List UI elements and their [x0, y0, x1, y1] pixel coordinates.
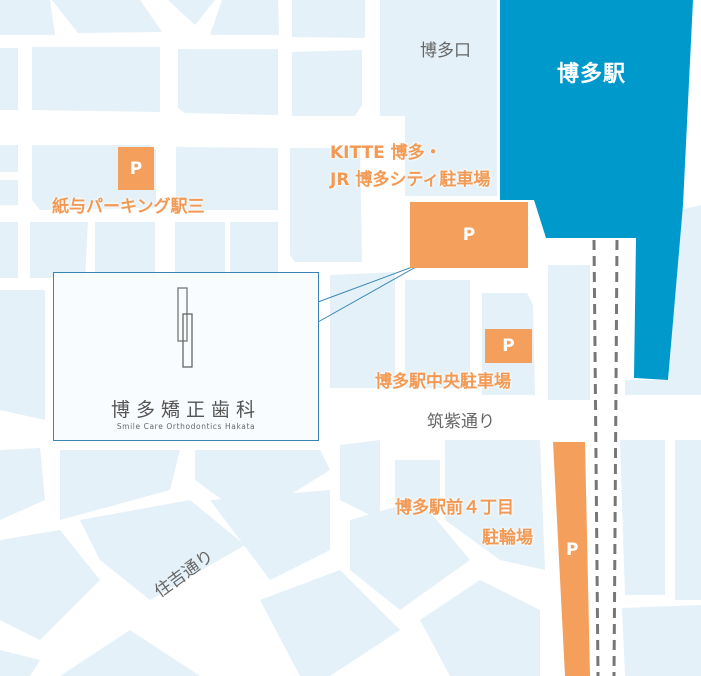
- label-bicycle-parking-line1: 博多駅前４丁目: [395, 498, 514, 518]
- label-kitte-parking-line1: KITTE 博多・: [330, 143, 442, 163]
- label-central-parking: 博多駅中央駐車場: [375, 372, 511, 392]
- clinic-name: 博多矯正歯科: [110, 399, 261, 421]
- parking-symbol: P: [129, 158, 143, 179]
- callout-pointer: [317, 262, 424, 323]
- parking-symbol: P: [502, 336, 515, 356]
- hakata-station-building[interactable]: [500, 0, 693, 380]
- label-hakata-station: 博多駅: [557, 62, 627, 87]
- clinic-callout[interactable]: 博多矯正歯科 Smile Care Orthodontics Hakata: [53, 272, 319, 441]
- label-chikushi-street: 筑紫通り: [427, 412, 495, 432]
- label-kitte-parking-line2: JR 博多シティ駐車場: [330, 170, 491, 190]
- parking-marker-central[interactable]: P: [485, 329, 532, 363]
- parking-marker-kamiyo[interactable]: P: [118, 147, 154, 190]
- label-kamiyo-parking: 紙与パーキング駅三: [52, 197, 205, 217]
- clinic-logo-mark: [177, 287, 193, 368]
- parking-marker-kitte[interactable]: P: [410, 202, 528, 268]
- parking-symbol: P: [462, 225, 476, 245]
- clinic-subtitle: Smile Care Orthodontics Hakata: [116, 422, 256, 431]
- railway-tracks: [592, 239, 619, 676]
- label-hakata-exit: 博多口: [420, 41, 471, 61]
- bicycle-parking-area[interactable]: [553, 442, 590, 676]
- label-bicycle-parking-line2: 駐輪場: [482, 528, 533, 548]
- parking-symbol-bicycle: P: [566, 540, 579, 560]
